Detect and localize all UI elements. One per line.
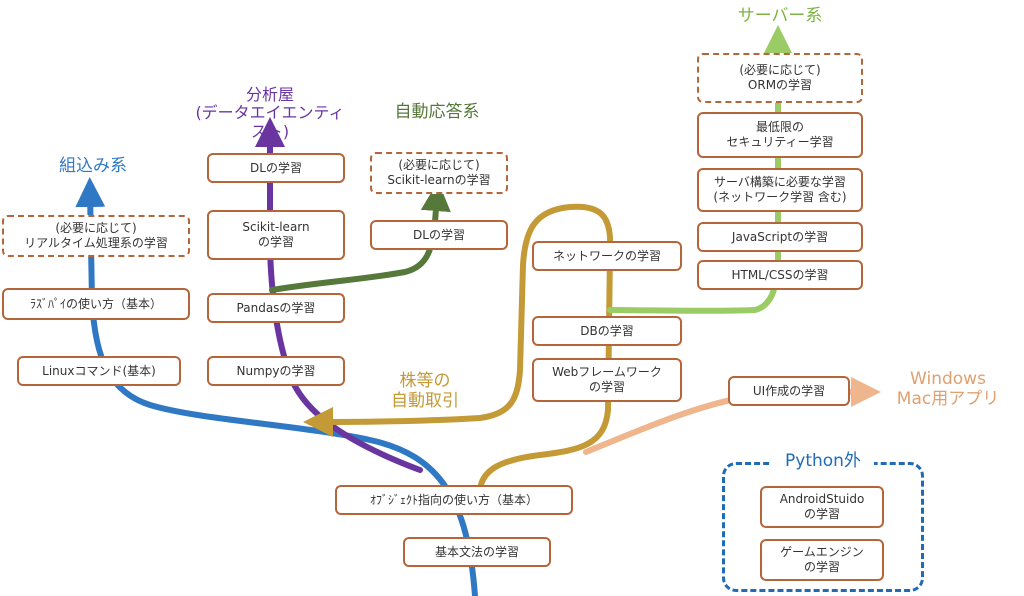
box-security: 最低限の セキュリティー学習 [697, 112, 863, 158]
box-game-engine: ゲームエンジン の学習 [760, 539, 884, 581]
dest-auto-response: 自動応答系 [394, 102, 480, 122]
box-object-oriented: ｵﾌﾞｼﾞｪｸﾄ指向の使い方（基本） [335, 485, 573, 515]
dest-stock: 株等の 自動取引 [391, 371, 459, 411]
path-web [303, 203, 614, 493]
dest-desktop: Windows Mac用アプリ [896, 369, 1000, 409]
box-javascript: JavaScriptの学習 [697, 222, 863, 252]
box-server-build: サーバ構築に必要な学習 (ネットワーク学習 含む) [697, 168, 863, 212]
box-db: DBの学習 [532, 316, 682, 346]
box-html-css: HTML/CSSの学習 [697, 260, 863, 290]
dest-analyst: 分析屋 (データエイエンティスト) [195, 85, 345, 141]
box-dl-analyst: DLの学習 [207, 153, 345, 183]
box-orm-optional: (必要に応じて) ORMの学習 [697, 53, 863, 103]
box-web-framework: Webフレームワーク の学習 [532, 358, 682, 402]
box-pandas: Pandasの学習 [207, 293, 345, 323]
box-dl-auto: DLの学習 [370, 220, 508, 250]
box-ui-creation: UI作成の学習 [728, 376, 850, 406]
box-basic-grammar: 基本文法の学習 [403, 537, 551, 567]
dest-server: サーバー系 [737, 6, 823, 26]
box-linux-commands: Linuxコマンド(基本) [17, 356, 181, 386]
dest-embedded: 組込み系 [59, 156, 127, 176]
box-android-studio: AndroidStuido の学習 [760, 486, 884, 528]
box-network: ネットワークの学習 [532, 241, 682, 271]
outside-python-title: Python外 [772, 451, 874, 472]
box-scikit-learn: Scikit-learn の学習 [207, 210, 345, 260]
box-scikit-learn-optional: (必要に応じて) Scikit-learnの学習 [370, 152, 508, 194]
box-realtime-processing: (必要に応じて) リアルタイム処理系の学習 [2, 215, 190, 257]
box-numpy: Numpyの学習 [207, 356, 345, 386]
box-raspberry-pi: ﾗｽﾞﾊﾟｲの使い方（基本） [2, 288, 190, 320]
